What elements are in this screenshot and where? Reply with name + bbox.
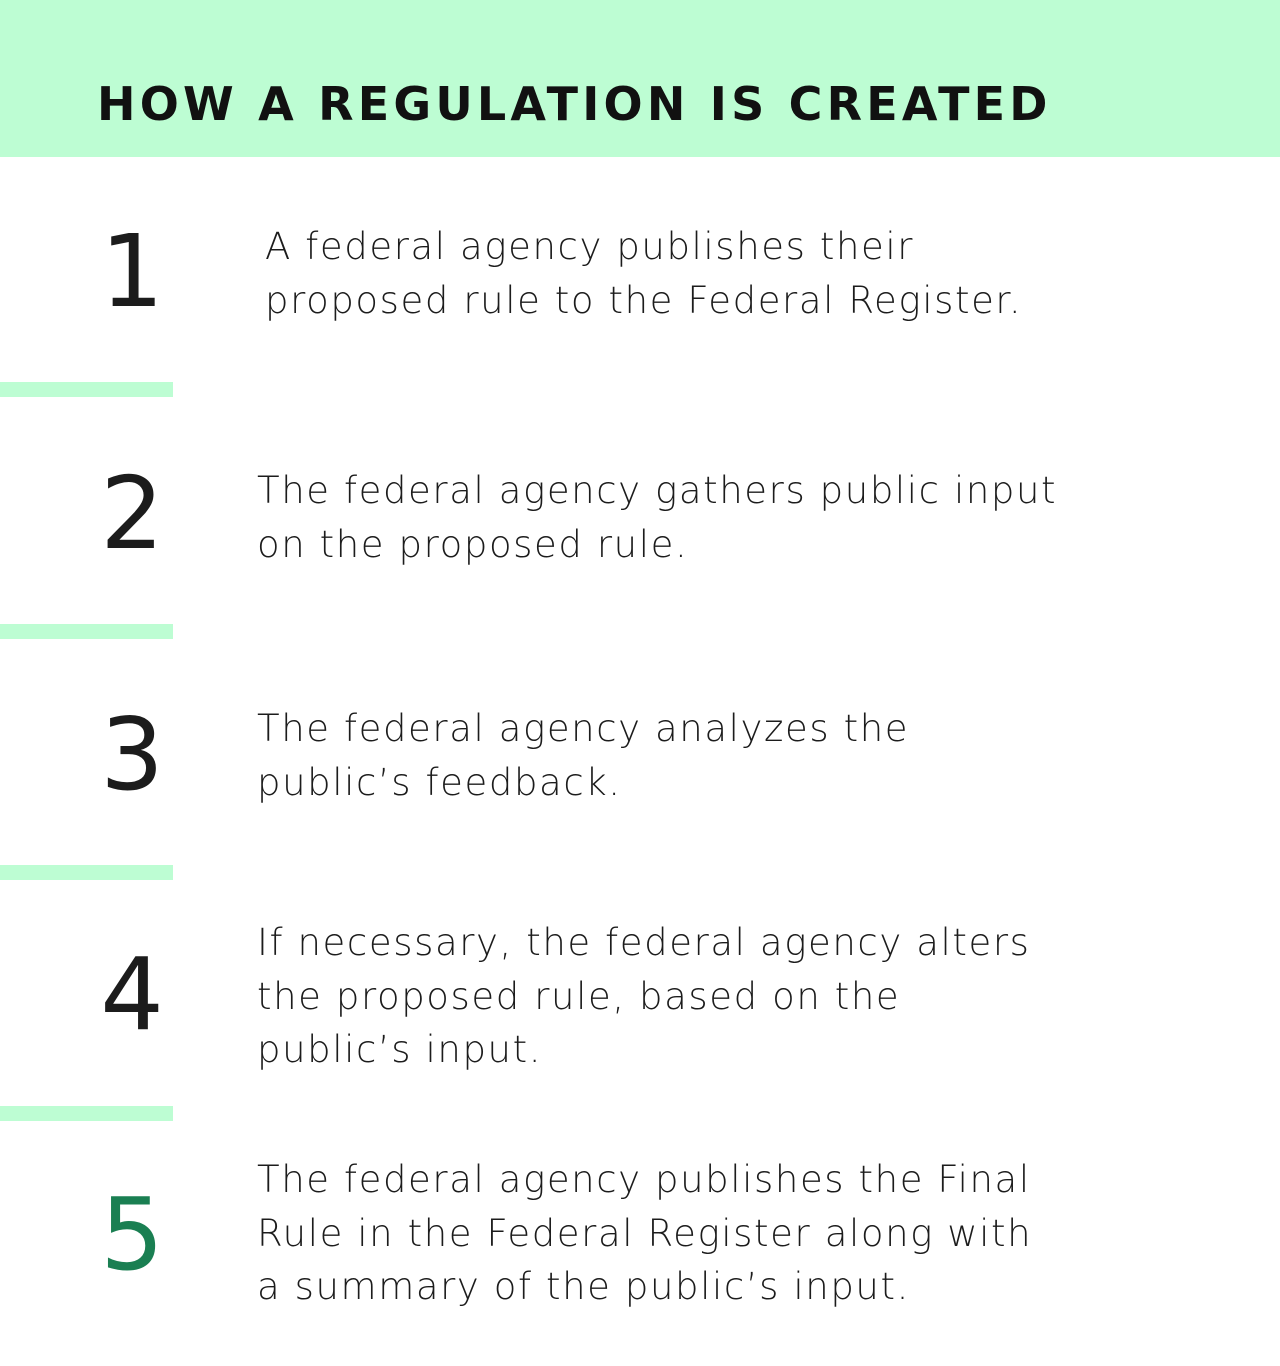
step-number-final: 5 <box>100 1176 164 1293</box>
step-number: 1 <box>100 213 164 330</box>
step-number: 4 <box>100 936 164 1053</box>
text-line: The federal agency gathers public input <box>257 469 1058 512</box>
text-line: The federal agency analyzes the <box>257 707 910 750</box>
page-title: HOW A REGULATION IS CREATED <box>97 77 1052 131</box>
text-line: a summary of the public’s input. <box>257 1265 910 1308</box>
step-divider <box>0 382 173 397</box>
text-line: The federal agency publishes the Final <box>257 1158 1031 1201</box>
text-line: public’s feedback. <box>257 760 622 804</box>
text-line: If necessary, the federal agency alters <box>257 921 1031 964</box>
step-description: The federal agency gathers public input … <box>257 464 1237 571</box>
step-description: The federal agency analyzes the public’s… <box>257 702 1237 809</box>
text-line: public’s input. <box>257 1028 543 1071</box>
step-description: If necessary, the federal agency alters … <box>257 916 1237 1077</box>
step-divider <box>0 865 173 880</box>
text-line: A federal agency publishes their <box>265 225 915 268</box>
step-description: A federal agency publishes their propose… <box>265 220 1245 327</box>
step-divider <box>0 1106 173 1121</box>
text-line: on the proposed rule. <box>257 522 689 566</box>
step-description: The federal agency publishes the Final R… <box>257 1153 1237 1314</box>
text-line: the proposed rule, based on the <box>257 974 901 1018</box>
text-line: proposed rule to the Federal Register. <box>265 278 1023 322</box>
text-line: Rule in the Federal Register along with <box>257 1211 1033 1255</box>
step-number: 2 <box>100 455 164 572</box>
header-banner: HOW A REGULATION IS CREATED <box>0 0 1280 157</box>
step-number: 3 <box>100 696 164 813</box>
step-divider <box>0 624 173 639</box>
